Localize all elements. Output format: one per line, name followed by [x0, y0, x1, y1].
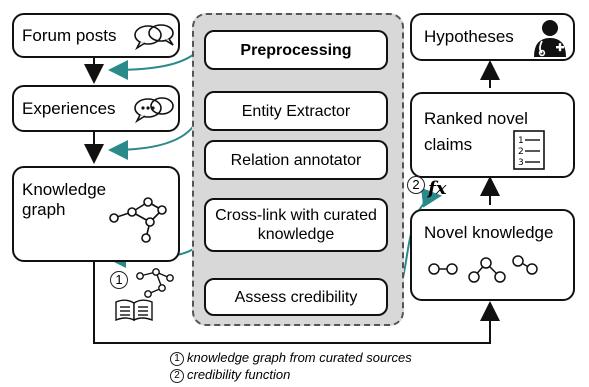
novel-knowledge-box: Novel knowledge [410, 209, 575, 301]
marker-1: 1 [110, 271, 128, 289]
ranked-claims-label: Ranked novel claims [424, 109, 528, 154]
forum-posts-label: Forum posts [22, 26, 117, 45]
speech-bubbles-icon [134, 24, 174, 51]
hypotheses-box: Hypotheses [410, 13, 575, 61]
legend-number-2: 2 [170, 368, 184, 383]
svg-text:3: 3 [518, 158, 524, 168]
doctor-icon [534, 20, 566, 57]
hypotheses-label: Hypotheses [424, 27, 514, 46]
ranked-list-icon: 1 2 3 [513, 130, 545, 170]
preprocessing-step: Preprocessing [204, 30, 388, 70]
entity-extractor-step: Entity Extractor [204, 91, 388, 131]
svg-text:1: 1 [518, 136, 524, 146]
novel-knowledge-label: Novel knowledge [424, 223, 554, 242]
ranked-claims-box: Ranked novel claims 1 2 3 [410, 92, 575, 178]
legend-text-2: credibility function [187, 367, 291, 382]
assess-credibility-step: Assess credibility [204, 278, 388, 316]
graph-icon [109, 197, 167, 243]
relation-annotator-step: Relation annotator [204, 140, 388, 180]
marker-2: 2 [407, 176, 425, 194]
cross-link-step: Cross-link with curated knowledge [204, 198, 388, 252]
knowledge-graph-label: Knowledge graph [22, 180, 107, 219]
experiences-label: Experiences [22, 99, 116, 118]
book-graph-icon [115, 268, 174, 322]
chat-dots-icon [134, 97, 174, 124]
legend-number-1: 1 [170, 351, 184, 366]
knowledge-graph-box: Knowledge graph [12, 166, 180, 262]
forum-posts-box: Forum posts [12, 13, 180, 58]
legend-text-1: knowledge graph from curated sources [187, 350, 412, 365]
svg-text:2: 2 [518, 147, 524, 157]
arrow-kg-to-novel [93, 262, 500, 344]
credibility-function-label: fx [428, 178, 447, 199]
experiences-box: Experiences [12, 85, 180, 132]
novel-graph-icon [428, 255, 538, 283]
